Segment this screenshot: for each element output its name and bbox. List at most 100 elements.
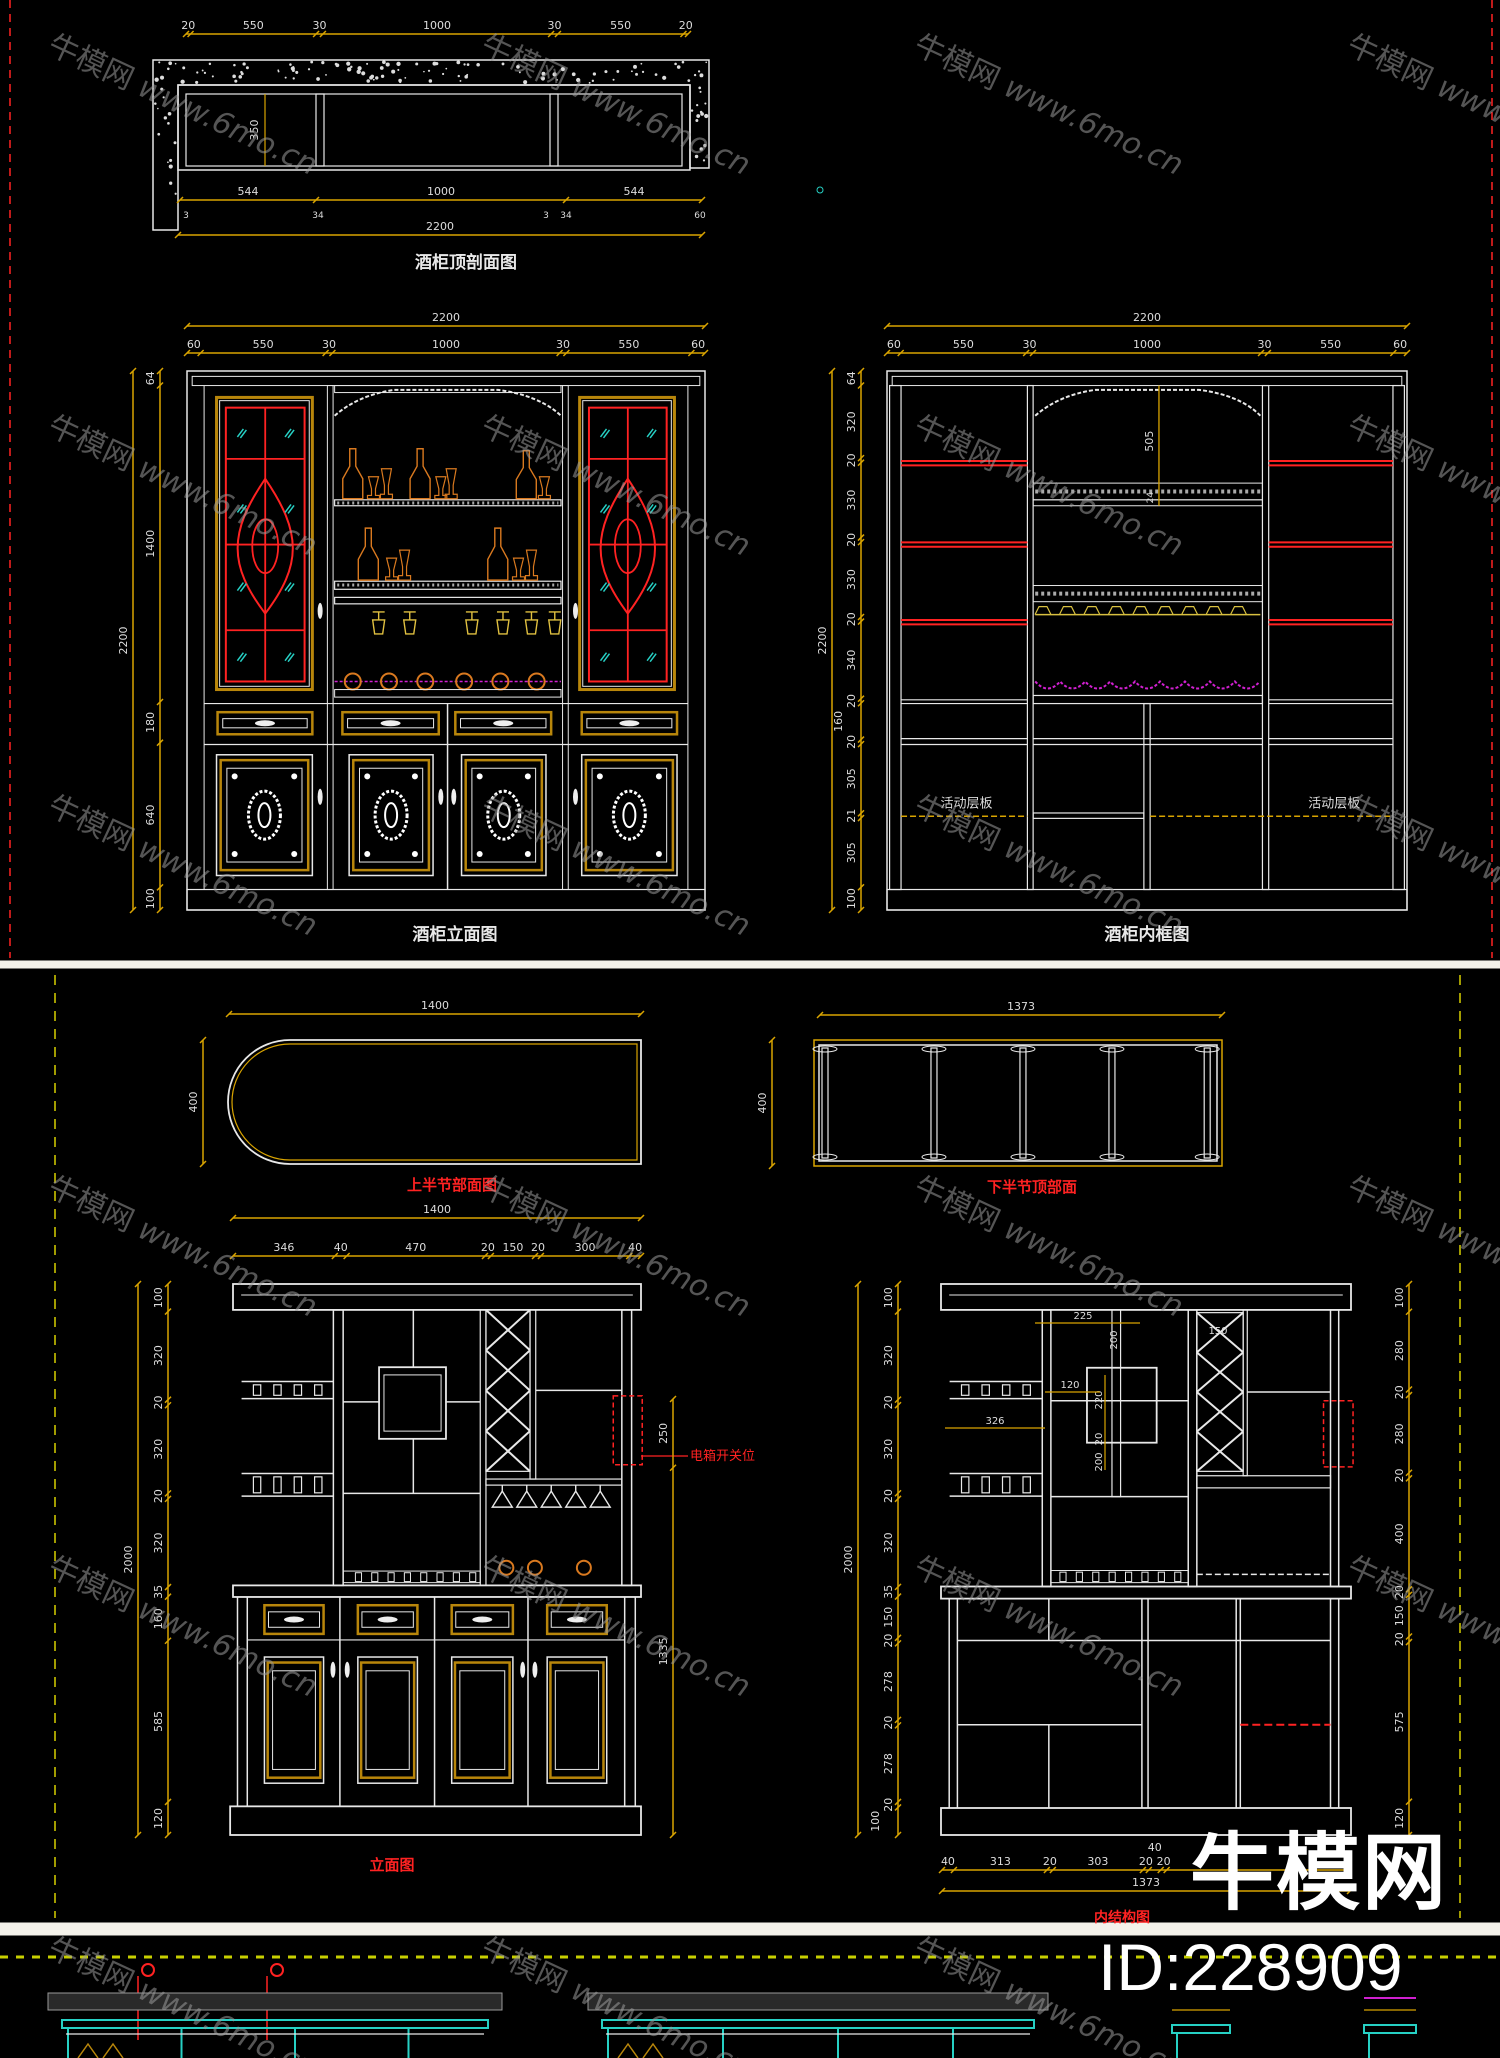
glass-rack-holder — [1205, 606, 1223, 615]
dimension-label: 1373 — [1132, 1876, 1160, 1889]
elevation-total-height-dimension: 2000 — [122, 1280, 142, 1839]
stone-speckle — [463, 63, 466, 66]
dimension-tick — [894, 1831, 902, 1839]
door-corner-rosette — [291, 850, 298, 857]
stone-speckle — [640, 62, 643, 65]
cabinet-door — [263, 1656, 325, 1784]
dimension-tick — [156, 739, 164, 747]
door-corner-rosette — [476, 850, 483, 857]
dimension-label: 305 — [845, 842, 858, 863]
drawer-front — [216, 710, 314, 736]
shelf-baluster — [1059, 1571, 1067, 1583]
dimension-label: 303 — [1087, 1855, 1108, 1868]
door-corner-rosette — [231, 773, 238, 780]
wine-lattice-cross — [485, 1349, 531, 1392]
glass-hatch-mark — [649, 504, 657, 514]
door-handle — [317, 788, 323, 805]
glass-rack-holder — [1156, 606, 1174, 615]
glass-rack-holder — [1058, 606, 1076, 615]
wine-bottle-end-icon — [526, 1559, 543, 1576]
dimension-label: 346 — [273, 1241, 294, 1254]
dimension-tick — [156, 698, 164, 706]
door-corner-rosette — [596, 773, 603, 780]
door-corner-rosette — [231, 850, 238, 857]
dimension-label: 60 — [887, 338, 901, 351]
dimension-label: 20 — [1157, 1855, 1171, 1868]
shelf-baluster — [960, 1384, 970, 1396]
glass-hatch-mark — [284, 428, 292, 438]
stone-speckle — [372, 78, 375, 81]
stone-speckle — [702, 159, 706, 162]
dimension-tick — [1405, 1280, 1413, 1288]
structure-total-height-dimension: 2000 — [842, 1280, 862, 1839]
drawing-title: 上半节部面图 — [407, 1176, 497, 1194]
dimension-label: 320 — [882, 1439, 895, 1460]
shelf-baluster — [1022, 1384, 1031, 1396]
dimension-tick — [894, 1798, 902, 1806]
shelf-baluster — [420, 1572, 428, 1583]
dimension-tick — [950, 1866, 958, 1874]
door-panel-molding — [359, 1661, 416, 1779]
dimension-tick — [857, 367, 865, 375]
dimension-tick — [1405, 1308, 1413, 1316]
glass-hatch-mark — [646, 503, 654, 513]
dimension-tick — [857, 613, 865, 621]
dimension-tick — [894, 1401, 902, 1409]
shelf-baluster — [1075, 1571, 1083, 1583]
dimension-tick — [129, 367, 137, 375]
cabinet-door — [215, 754, 314, 877]
next-sheet-preview — [0, 1955, 1500, 2058]
shelf-baluster — [1001, 1384, 1011, 1396]
glass-rack — [1196, 1475, 1332, 1489]
glass-hatch-mark — [236, 652, 244, 662]
dimension-tick — [1218, 1011, 1226, 1019]
stone-speckle — [245, 66, 249, 70]
shelf-baluster — [981, 1476, 990, 1494]
stone-speckle — [415, 62, 419, 66]
stone-speckle — [168, 164, 173, 169]
dimension-label: 20 — [845, 694, 858, 708]
dimension-label: 20 — [1139, 1855, 1153, 1868]
dimension-tick — [1405, 1474, 1413, 1482]
stone-speckle — [196, 71, 199, 74]
square-lattice-window — [1086, 1366, 1158, 1444]
dimension-label: 1373 — [1007, 1000, 1035, 1013]
dimension-tick — [857, 695, 865, 703]
dimension-tick — [164, 1593, 172, 1601]
bottle-icon — [515, 450, 537, 500]
shelf-baluster — [1001, 1476, 1011, 1494]
dimension-label: 320 — [845, 411, 858, 432]
drawer-front — [356, 1603, 419, 1636]
fixed-shelf — [1032, 812, 1145, 819]
door-inner-panel — [471, 767, 537, 863]
stone-speckle — [346, 61, 351, 66]
door-panel-molding — [464, 758, 544, 872]
interior-total-height-dimension: 2200 — [816, 367, 836, 914]
dimension-tick — [156, 381, 164, 390]
stone-speckle — [633, 64, 637, 69]
stone-speckle — [704, 102, 707, 105]
stone-speckle — [635, 72, 638, 76]
dimension-tick — [768, 1036, 776, 1044]
drawer-handle-ornament — [566, 1616, 587, 1623]
glass-shelf — [334, 499, 562, 507]
glass-rack — [485, 1478, 623, 1486]
dimension-tick — [768, 1162, 776, 1170]
panel-joint — [1010, 1153, 1036, 1161]
dimension-tick — [637, 1010, 645, 1018]
door-carved-ornament — [611, 789, 647, 841]
lower-plan-depth-dimension: 400 — [756, 1036, 776, 1170]
wine-glass-icon — [537, 476, 552, 500]
dimension-tick — [894, 1396, 902, 1404]
dimension-tick — [857, 454, 865, 462]
gallery-shelf — [1032, 585, 1263, 603]
dimension-tick — [156, 367, 164, 375]
dimension-tick — [1022, 349, 1030, 357]
door-handle — [532, 1661, 538, 1678]
dimension-label: 3 — [183, 211, 189, 221]
dimension-label: 550 — [253, 338, 274, 351]
dimension-tick — [698, 231, 706, 239]
dimension-tick — [562, 349, 570, 357]
